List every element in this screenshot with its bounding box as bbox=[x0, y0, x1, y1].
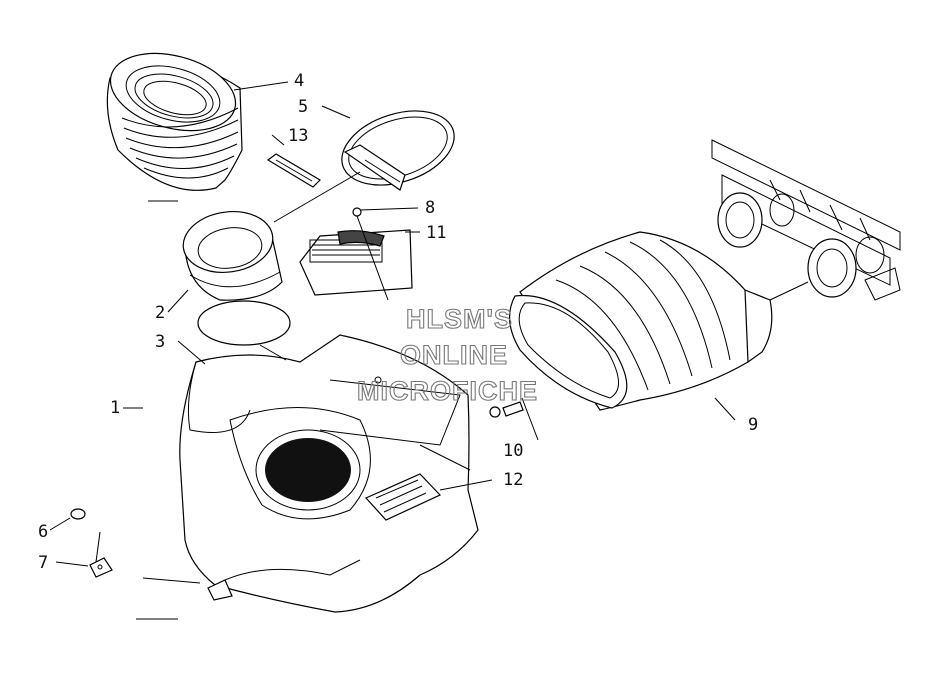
part-6-grommet bbox=[70, 508, 86, 520]
callout-2: 2 bbox=[155, 303, 165, 323]
callout-13: 13 bbox=[288, 126, 308, 146]
callout-7: 7 bbox=[38, 553, 48, 573]
callout-5: 5 bbox=[298, 97, 308, 117]
watermark-line-3: MICROFICHE bbox=[357, 376, 538, 406]
part-11-box bbox=[299, 229, 413, 296]
part-5-clamp bbox=[341, 110, 455, 191]
leader-lines bbox=[49, 81, 809, 620]
callout-3: 3 bbox=[155, 332, 165, 352]
part-2-adapter bbox=[182, 211, 283, 301]
part-1-airbox bbox=[179, 334, 479, 613]
watermark-line-2: ONLINE bbox=[400, 340, 508, 370]
part-8-screw bbox=[352, 207, 389, 301]
callout-9: 9 bbox=[748, 415, 758, 435]
callout-11: 11 bbox=[426, 223, 446, 243]
part-4-bellows bbox=[106, 52, 243, 191]
part-3-gasket bbox=[197, 300, 291, 346]
callout-labels: 1 2 3 4 5 6 7 8 9 10 11 12 13 bbox=[38, 71, 758, 573]
callout-6: 6 bbox=[38, 522, 48, 542]
part-7-bracket bbox=[89, 557, 113, 578]
callout-8: 8 bbox=[425, 198, 435, 218]
part-13-strip bbox=[266, 153, 321, 188]
watermark-line-1: HLSM'S bbox=[406, 304, 513, 334]
part-12-decal bbox=[364, 473, 442, 521]
callout-1: 1 bbox=[110, 398, 120, 418]
callout-4: 4 bbox=[294, 71, 304, 91]
part-9-boot bbox=[509, 231, 773, 411]
callout-10: 10 bbox=[503, 441, 523, 461]
watermark: HLSM'S ONLINE MICROFICHE bbox=[356, 303, 538, 406]
callout-12: 12 bbox=[503, 470, 523, 490]
carburetor-assembly bbox=[711, 139, 901, 301]
part-10-fastener bbox=[489, 401, 524, 418]
